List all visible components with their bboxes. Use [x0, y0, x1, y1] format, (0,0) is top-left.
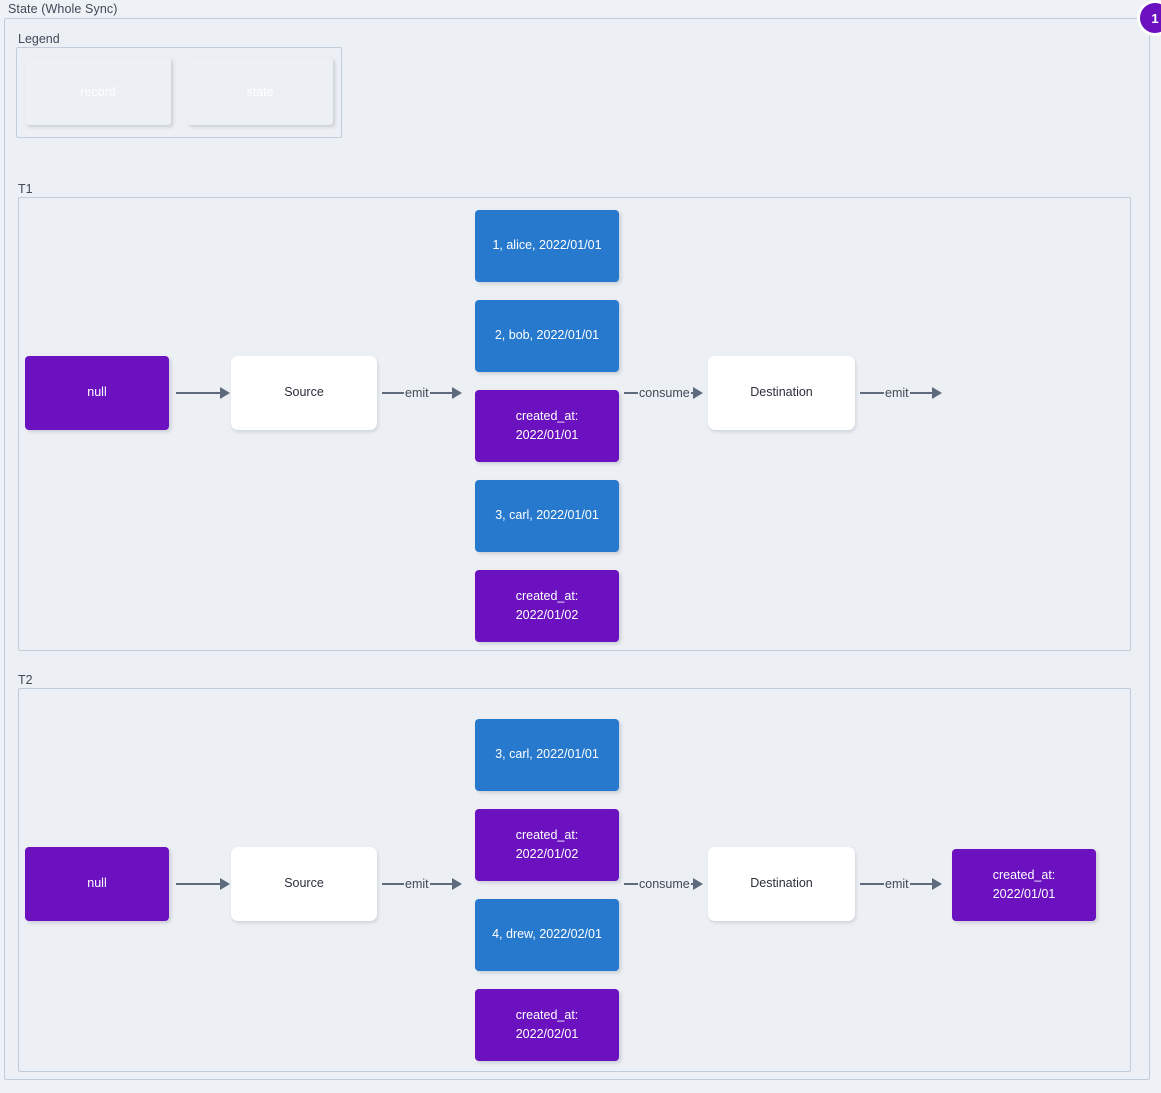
edge-line	[176, 882, 220, 886]
arrowhead-icon	[692, 387, 703, 399]
arrowhead-icon	[451, 387, 462, 399]
t1-stream-node-4[interactable]: created_at: 2022/01/02	[475, 570, 619, 642]
t1-stream-node-0[interactable]: 1, alice, 2022/01/01	[475, 210, 619, 282]
legend-label-state: state	[246, 84, 274, 99]
edge-line	[429, 882, 452, 886]
edge-line	[860, 391, 884, 395]
t2-destination-node[interactable]: Destination	[708, 847, 855, 921]
arrowhead-icon	[220, 878, 230, 890]
edge-line	[860, 882, 884, 886]
t1-edge-destination-consume: consume	[624, 385, 703, 401]
legend-swatch-record: record	[25, 58, 171, 125]
t1-edge-label-destination-emit: emit	[885, 385, 909, 400]
legend-swatch-state: state	[187, 58, 333, 125]
edge-line	[624, 391, 638, 395]
edge-line	[909, 391, 932, 395]
t1-edge-destination-emit: emit	[860, 385, 942, 401]
t1-stream-node-2[interactable]: created_at: 2022/01/01	[475, 390, 619, 462]
step-badge[interactable]: 1	[1137, 0, 1161, 36]
t1-stream-node-1[interactable]: 2, bob, 2022/01/01	[475, 300, 619, 372]
t2-source-node[interactable]: Source	[231, 847, 377, 921]
t2-edge-destination-consume: consume	[624, 876, 703, 892]
t2-edge-source-emit: emit	[382, 876, 462, 892]
t2-edge-label-consume: consume	[639, 876, 690, 891]
arrowhead-icon	[451, 878, 462, 890]
edge-line	[382, 882, 404, 886]
legend-frame: record state	[16, 47, 342, 138]
edge-line	[382, 391, 404, 395]
edge-line	[690, 882, 693, 886]
edge-line	[909, 882, 932, 886]
legend-label-record: record	[80, 84, 116, 99]
transaction-title-t2: T2	[18, 673, 33, 687]
edge-line	[429, 391, 452, 395]
edge-line	[624, 882, 638, 886]
t1-edge-source-emit: emit	[382, 385, 462, 401]
t1-edge-label-source-emit: emit	[405, 385, 429, 400]
t2-edge-state-to-source	[176, 876, 230, 892]
transaction-title-t1: T1	[18, 182, 33, 196]
t2-stream-node-3[interactable]: created_at: 2022/02/01	[475, 989, 619, 1061]
t2-stream-node-2[interactable]: 4, drew, 2022/02/01	[475, 899, 619, 971]
t1-edge-state-to-source	[176, 385, 230, 401]
diagram-title: State (Whole Sync)	[8, 2, 118, 16]
arrowhead-icon	[931, 387, 942, 399]
legend-title: Legend	[18, 32, 60, 46]
arrowhead-icon	[220, 387, 230, 399]
edge-line	[690, 391, 693, 395]
t1-source-node[interactable]: Source	[231, 356, 377, 430]
t1-destination-node[interactable]: Destination	[708, 356, 855, 430]
t2-stream-node-1[interactable]: created_at: 2022/01/02	[475, 809, 619, 881]
t1-edge-label-consume: consume	[639, 385, 690, 400]
t2-initial-state-node[interactable]: null	[25, 847, 169, 921]
t2-edge-destination-emit: emit	[860, 876, 942, 892]
t2-edge-label-source-emit: emit	[405, 876, 429, 891]
arrowhead-icon	[692, 878, 703, 890]
t2-stream-node-0[interactable]: 3, carl, 2022/01/01	[475, 719, 619, 791]
t2-final-state-node[interactable]: created_at: 2022/01/01	[952, 849, 1096, 921]
t1-stream-node-3[interactable]: 3, carl, 2022/01/01	[475, 480, 619, 552]
t1-initial-state-node[interactable]: null	[25, 356, 169, 430]
arrowhead-icon	[931, 878, 942, 890]
edge-line	[176, 391, 220, 395]
t2-edge-label-destination-emit: emit	[885, 876, 909, 891]
